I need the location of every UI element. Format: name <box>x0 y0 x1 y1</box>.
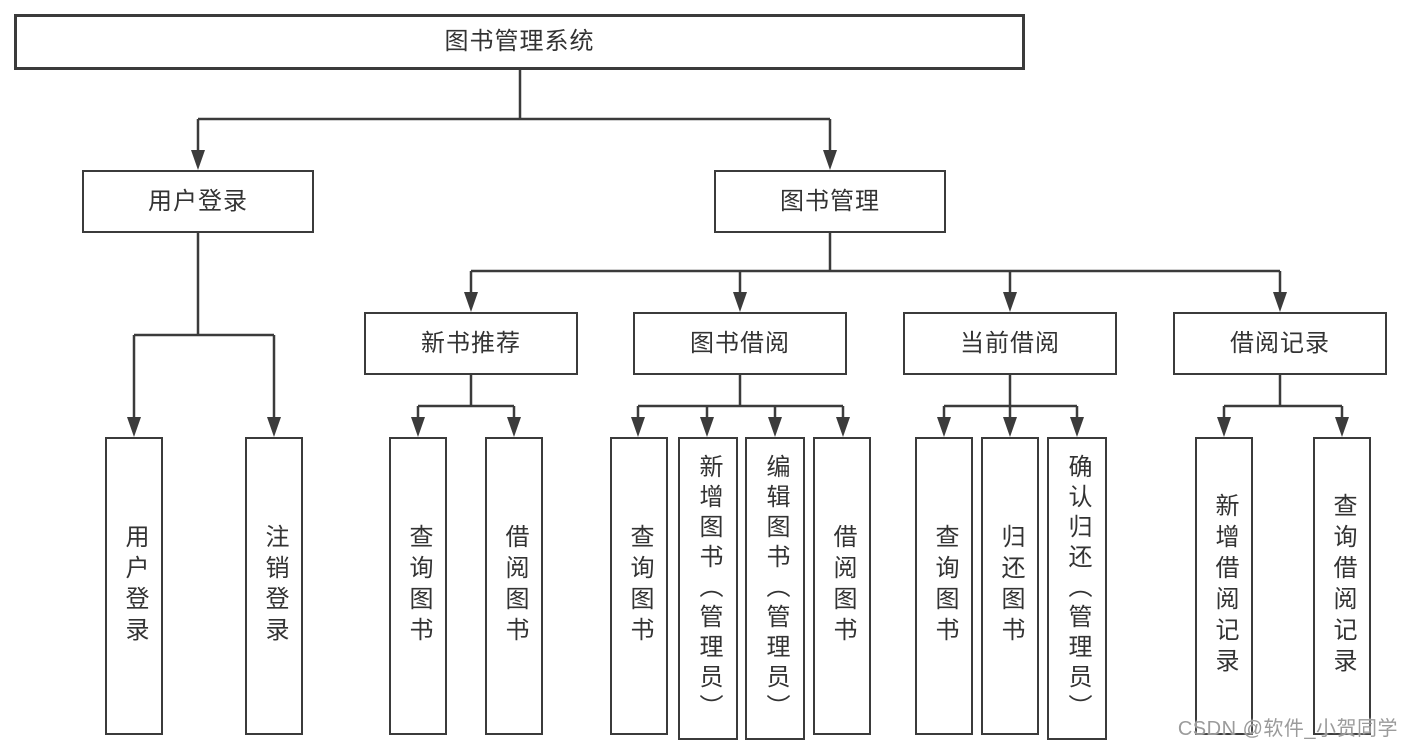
leaf-borrow-books-borrowing: 借阅图书 <box>813 437 871 735</box>
leaf-borrow-books-recommend: 借阅图书 <box>485 437 543 735</box>
node-book-borrowing: 图书借阅 <box>633 312 847 375</box>
watermark: CSDN @软件_小贺同学 <box>1177 718 1398 740</box>
leaf-add-borrow-record: 新增借阅记录 <box>1195 437 1253 735</box>
leaf-return-books: 归还图书 <box>981 437 1039 735</box>
leaf-user-login: 用户登录 <box>105 437 163 735</box>
leaf-edit-book-admin: 编辑图书（管理员） <box>745 437 805 740</box>
leaf-query-borrow-record: 查询借阅记录 <box>1313 437 1371 735</box>
node-current-borrowing: 当前借阅 <box>903 312 1117 375</box>
leaf-logout: 注销登录 <box>245 437 303 735</box>
leaf-confirm-return-admin: 确认归还（管理员） <box>1047 437 1107 740</box>
node-new-book-recommend: 新书推荐 <box>364 312 578 375</box>
leaf-query-books-recommend: 查询图书 <box>389 437 447 735</box>
node-book-management: 图书管理 <box>714 170 946 233</box>
node-library-system: 图书管理系统 <box>14 14 1025 70</box>
arrowheads <box>127 150 1349 437</box>
node-borrow-records: 借阅记录 <box>1173 312 1387 375</box>
leaf-query-books-current: 查询图书 <box>915 437 973 735</box>
node-user-login: 用户登录 <box>82 170 314 233</box>
leaf-query-books-borrowing: 查询图书 <box>610 437 668 735</box>
leaf-add-book-admin: 新增图书（管理员） <box>678 437 738 740</box>
